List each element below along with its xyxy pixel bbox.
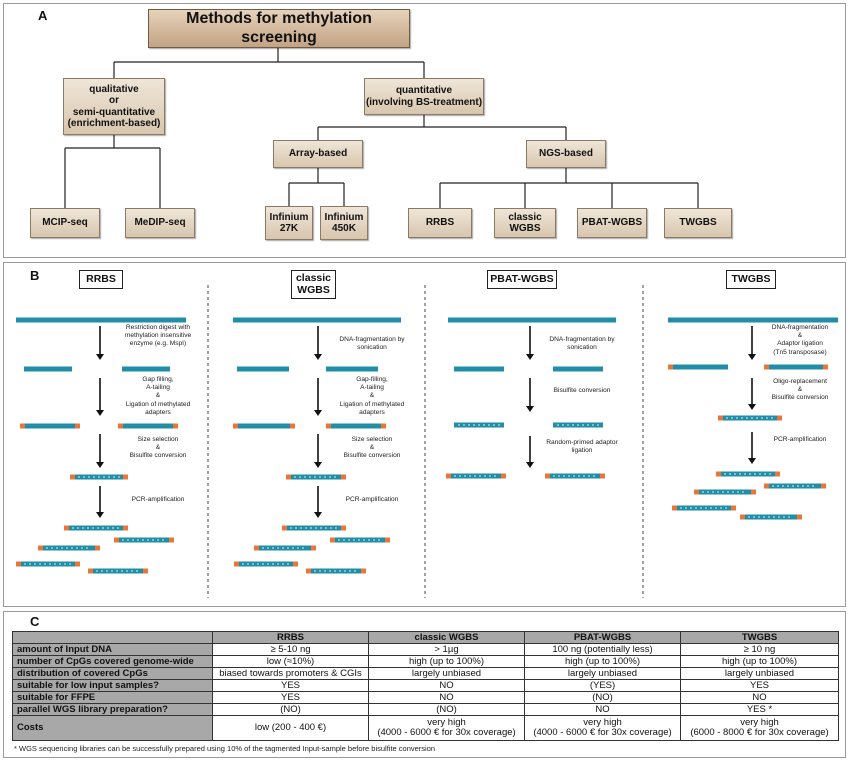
table-cell: biased towards promoters & CGIs <box>212 667 369 680</box>
row-label: suitable for FFPE <box>12 691 213 704</box>
header-cell-twgbs: TWGBS <box>680 631 839 644</box>
panel-b-label: B <box>30 268 40 283</box>
table-cell: NO <box>368 679 525 692</box>
qualitative-box: qualitative or semi-quantitative (enrich… <box>63 78 165 135</box>
panel-a-label: A <box>38 8 48 23</box>
method-name-classic-wgbs: classic WGBS <box>291 270 336 299</box>
panel-b <box>3 262 846 607</box>
methods-title-box: Methods for methylation screening <box>148 9 410 48</box>
leaf-infinium-27k: Infinium 27K <box>265 206 313 240</box>
rrbs-step-1: Restriction digest with methylation inse… <box>124 324 192 348</box>
table-cell: NO <box>524 703 681 716</box>
classic-step-3: Size selection & Bisulfite conversion <box>343 436 401 460</box>
table-cell: high (up to 100%) <box>524 655 681 668</box>
array-based-box: Array-based <box>273 140 363 168</box>
table-cell: very high (6000 - 8000 € for 30x coverag… <box>680 715 839 741</box>
row-label: distribution of covered CpGs <box>12 667 213 680</box>
table-cell: (NO) <box>524 691 681 704</box>
method-name-rrbs: RRBS <box>79 270 123 289</box>
header-cell-pbat-wgbs: PBAT-WGBS <box>524 631 681 644</box>
leaf-classic-wgbs: classic WGBS <box>494 208 556 238</box>
table-cell: ≥ 10 ng <box>680 643 839 656</box>
twgbs-step-2: Oligo-replacement & Bisulfite conversion <box>771 378 829 402</box>
table-cell: (YES) <box>524 679 681 692</box>
table-cell: NO <box>368 691 525 704</box>
panel-c <box>3 611 846 758</box>
header-cell-rrbs: RRBS <box>212 631 369 644</box>
header-cell-classic-wgbs: classic WGBS <box>368 631 525 644</box>
twgbs-step-1: DNA-fragmentation & Adaptor ligation (Tn… <box>771 324 829 356</box>
table-cell: (NO) <box>368 703 525 716</box>
table-cell: YES <box>212 691 369 704</box>
ngs-based-box: NGS-based <box>526 140 606 168</box>
table-cell: low (≈10%) <box>212 655 369 668</box>
leaf-pbat-wgbs: PBAT-WGBS <box>577 208 647 238</box>
table-cell: YES <box>680 679 839 692</box>
panel-a <box>3 3 846 258</box>
row-label: number of CpGs covered genome-wide <box>12 655 213 668</box>
leaf-twgbs: TWGBS <box>664 208 732 238</box>
pbat-step-1: DNA-fragmentation by sonication <box>549 336 615 352</box>
table-cell: 100 ng (potentially less) <box>524 643 681 656</box>
rrbs-step-3: Size selection & Bisulfite conversion <box>129 436 187 460</box>
table-cell: largely unbiased <box>368 667 525 680</box>
table-row: parallel WGS library preparation?(NO)(NO… <box>12 703 839 716</box>
table-cell: largely unbiased <box>524 667 681 680</box>
method-name-pbat-wgbs: PBAT-WGBS <box>487 270 557 289</box>
leaf-mcip-seq: MCIP-seq <box>30 208 100 238</box>
classic-step-2: Gap-filling, A-tailing & Ligation of met… <box>339 376 405 416</box>
table-footnote: * WGS sequencing libraries can be succes… <box>14 744 436 753</box>
rrbs-step-2: Gap filling, A-tailing & Ligation of met… <box>125 376 191 416</box>
table-cell: largely unbiased <box>680 667 839 680</box>
table-cell: high (up to 100%) <box>368 655 525 668</box>
header-cell-blank <box>12 631 213 644</box>
classic-step-4: PCR-amplification <box>345 496 399 503</box>
table-cell: very high (4000 - 6000 € for 30x coverag… <box>368 715 525 741</box>
leaf-medip-seq: MeDIP-seq <box>125 208 195 238</box>
table-cell: YES <box>212 679 369 692</box>
pbat-step-2: Bisulfite conversion <box>553 387 611 394</box>
row-label: parallel WGS library preparation? <box>12 703 213 716</box>
row-label: Costs <box>12 715 213 741</box>
table-cell: (NO) <box>212 703 369 716</box>
classic-step-1: DNA-fragmentation by sonication <box>339 336 405 352</box>
panel-c-label: C <box>30 614 40 629</box>
table-cell: ≥ 5-10 ng <box>212 643 369 656</box>
table-cell: very high (4000 - 6000 € for 30x coverag… <box>524 715 681 741</box>
comparison-table: RRBS classic WGBS PBAT-WGBS TWGBS amount… <box>12 631 839 741</box>
pbat-step-3: Random-primed adaptor ligation <box>546 439 618 455</box>
table-row-costs: Costs low (200 - 400 €) very high (4000 … <box>12 715 839 741</box>
table-cell: NO <box>680 691 839 704</box>
table-cell: > 1µg <box>368 643 525 656</box>
table-cell: YES * <box>680 703 839 716</box>
twgbs-step-3: PCR-amplification <box>773 436 827 443</box>
table-cell: low (200 - 400 €) <box>212 715 369 741</box>
leaf-infinium-450k: Infinium 450K <box>320 206 368 240</box>
method-name-twgbs: TWGBS <box>726 270 776 289</box>
quantitative-box: quantitative (involving BS-treatment) <box>364 78 484 115</box>
table-header-row: RRBS classic WGBS PBAT-WGBS TWGBS <box>12 631 839 644</box>
leaf-rrbs: RRBS <box>408 208 472 238</box>
row-label: amount of Input DNA <box>12 643 213 656</box>
rrbs-step-4: PCR-amplification <box>131 496 185 503</box>
table-cell: high (up to 100%) <box>680 655 839 668</box>
row-label: suitable for low input samples? <box>12 679 213 692</box>
